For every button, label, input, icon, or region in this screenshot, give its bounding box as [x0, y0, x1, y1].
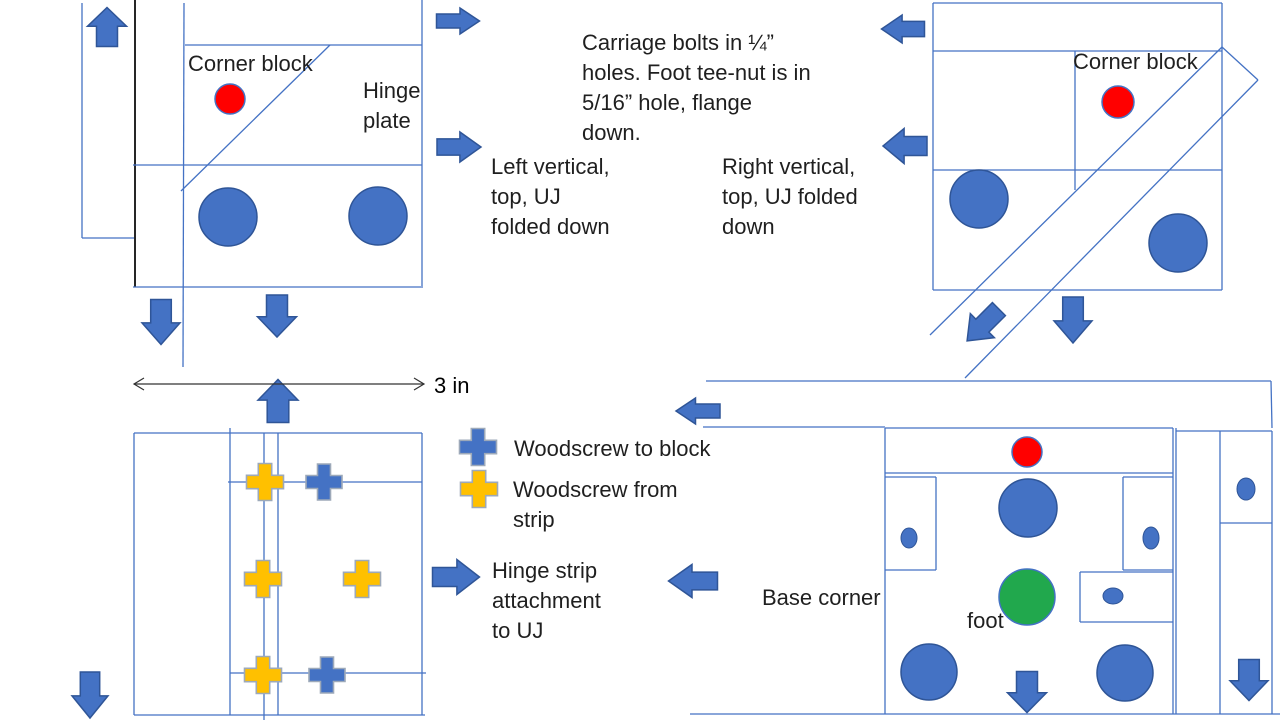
legend-woodscrew-from-strip-label: Woodscrew from strip [513, 477, 678, 532]
left-arrow [667, 563, 719, 599]
foot-tee-nut-hole [998, 568, 1056, 626]
carriage-bolt-hole [348, 186, 408, 246]
woodscrew-from-strip-icon [245, 462, 285, 502]
base-corner-label: Base corner [762, 585, 881, 610]
hinge-strip-end [1221, 46, 1259, 81]
down-arrow [1228, 658, 1270, 702]
foot-label: foot [967, 608, 1004, 633]
dimension-value-label: 3 in [434, 373, 470, 398]
woodscrew-from-strip-icon [342, 559, 382, 599]
carriage-bolt-hole [1148, 213, 1208, 273]
right-vertical-label: Right vertical, top, UJ folded down [722, 154, 858, 239]
hinge-attach-arrow [431, 557, 481, 597]
hinge-plate-label: Hinge plate [363, 78, 421, 133]
down-arrow [1005, 670, 1049, 714]
corner-block-bolt-hole [1101, 85, 1135, 119]
panel-edge [182, 2, 185, 368]
carriage-bolt-hole [949, 169, 1009, 229]
corner-block-diagonal [180, 44, 331, 192]
dimension-arrowhead [413, 377, 426, 391]
uj-band [1270, 380, 1273, 429]
woodscrew-to-block-icon [308, 656, 346, 694]
hinge-strip-edge [964, 79, 1259, 379]
down-left-arrow [966, 301, 1007, 342]
down-arrow [140, 298, 182, 346]
down-arrow [1052, 296, 1094, 345]
carriage-bolt-hole [198, 187, 258, 247]
woodscrew-to-block-icon [458, 427, 498, 467]
carriage-bolt-hole [900, 643, 958, 701]
hinge-strip-attachment-label: Hinge strip attachment to UJ [492, 558, 601, 643]
corner-block-label: Corner block [188, 51, 313, 76]
carriage-bolts-note: Carriage bolts in ¼” holes. Foot tee-nut… [582, 30, 811, 145]
pilot-hole [1142, 526, 1160, 550]
right-arrow [436, 130, 483, 164]
woodscrew-from-strip-icon [243, 559, 283, 599]
hinge-strip-edge [929, 46, 1223, 336]
up-arrow [85, 6, 129, 48]
pilot-hole [900, 527, 918, 549]
woodscrew-from-strip-icon [459, 469, 499, 509]
corner-block-bolt-hole [214, 83, 246, 115]
legend-woodscrew-to-block-label: Woodscrew to block [514, 436, 711, 461]
carriage-bolt-hole [998, 478, 1058, 538]
left-arrow [674, 396, 721, 426]
down-arrow [255, 294, 299, 339]
left-arrow [881, 126, 928, 166]
right-arrow [435, 6, 481, 36]
woodscrew-from-strip-icon [243, 655, 283, 695]
down-arrow [70, 671, 110, 720]
left-vertical-label: Left vertical, top, UJ folded down [491, 154, 610, 239]
pilot-hole [1236, 477, 1256, 501]
corner-block-bolt-hole [1011, 436, 1043, 468]
carriage-bolt-hole [1096, 644, 1154, 702]
corner-block-label: Corner block [1073, 49, 1198, 74]
woodscrew-to-block-icon [305, 463, 343, 501]
left-arrow [880, 13, 926, 45]
up-arrow [256, 378, 300, 424]
pilot-hole [1102, 587, 1124, 605]
dimension-arrowhead [132, 377, 145, 391]
